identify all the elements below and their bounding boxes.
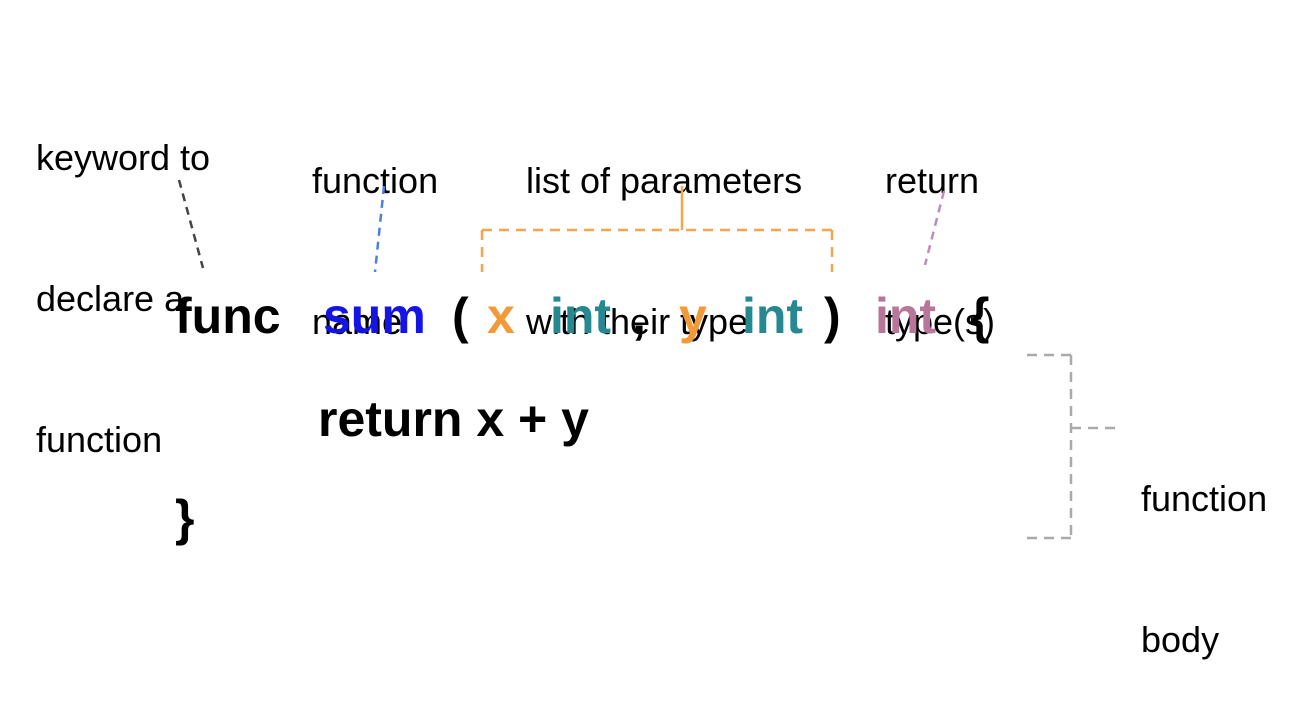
- keyword-annotation-line-1: keyword to: [36, 137, 211, 178]
- code-param1-type: int: [550, 288, 612, 344]
- code-open-brace: {: [970, 288, 990, 344]
- keyword-annotation: keyword to declare a function: [36, 40, 210, 510]
- code-close-brace: }: [175, 490, 195, 546]
- keyword-annotation-line-3: function: [36, 419, 163, 460]
- parameters-annotation: list of parameters with their type: [526, 63, 802, 392]
- code-param2-type: int: [742, 288, 804, 344]
- function-name-annotation-line-2: name: [312, 301, 403, 342]
- code-function-name: sum: [323, 288, 426, 344]
- keyword-annotation-line-2: declare a: [36, 278, 185, 319]
- keyword-leader-line: [177, 179, 205, 269]
- function-body-annotation-line-2: body: [1141, 619, 1220, 660]
- code-return-statement: return x + y: [318, 391, 589, 447]
- code-open-paren: (: [452, 288, 469, 344]
- return-type-annotation-line-1: return: [885, 160, 980, 201]
- name-leader-line: [373, 185, 386, 273]
- annotation-lines: [177, 179, 1115, 540]
- parameters-annotation-line-2: with their type: [526, 301, 749, 342]
- code-close-paren: ): [824, 288, 841, 344]
- code-param2-name: y: [679, 288, 707, 344]
- code-return-type: int: [875, 288, 937, 344]
- code-keyword-func: func: [175, 288, 281, 344]
- return-type-annotation: return type(s): [885, 63, 995, 392]
- code-param1-name: x: [487, 288, 515, 344]
- parameters-annotation-line-1: list of parameters: [526, 160, 803, 201]
- function-body-annotation-line-1: function: [1141, 478, 1268, 519]
- function-name-annotation-line-1: function: [312, 160, 439, 201]
- return-leader-line: [923, 190, 946, 266]
- code-comma: ,: [632, 288, 646, 344]
- function-name-annotation: function name: [312, 63, 438, 392]
- return-type-annotation-line-2: type(s): [885, 301, 996, 342]
